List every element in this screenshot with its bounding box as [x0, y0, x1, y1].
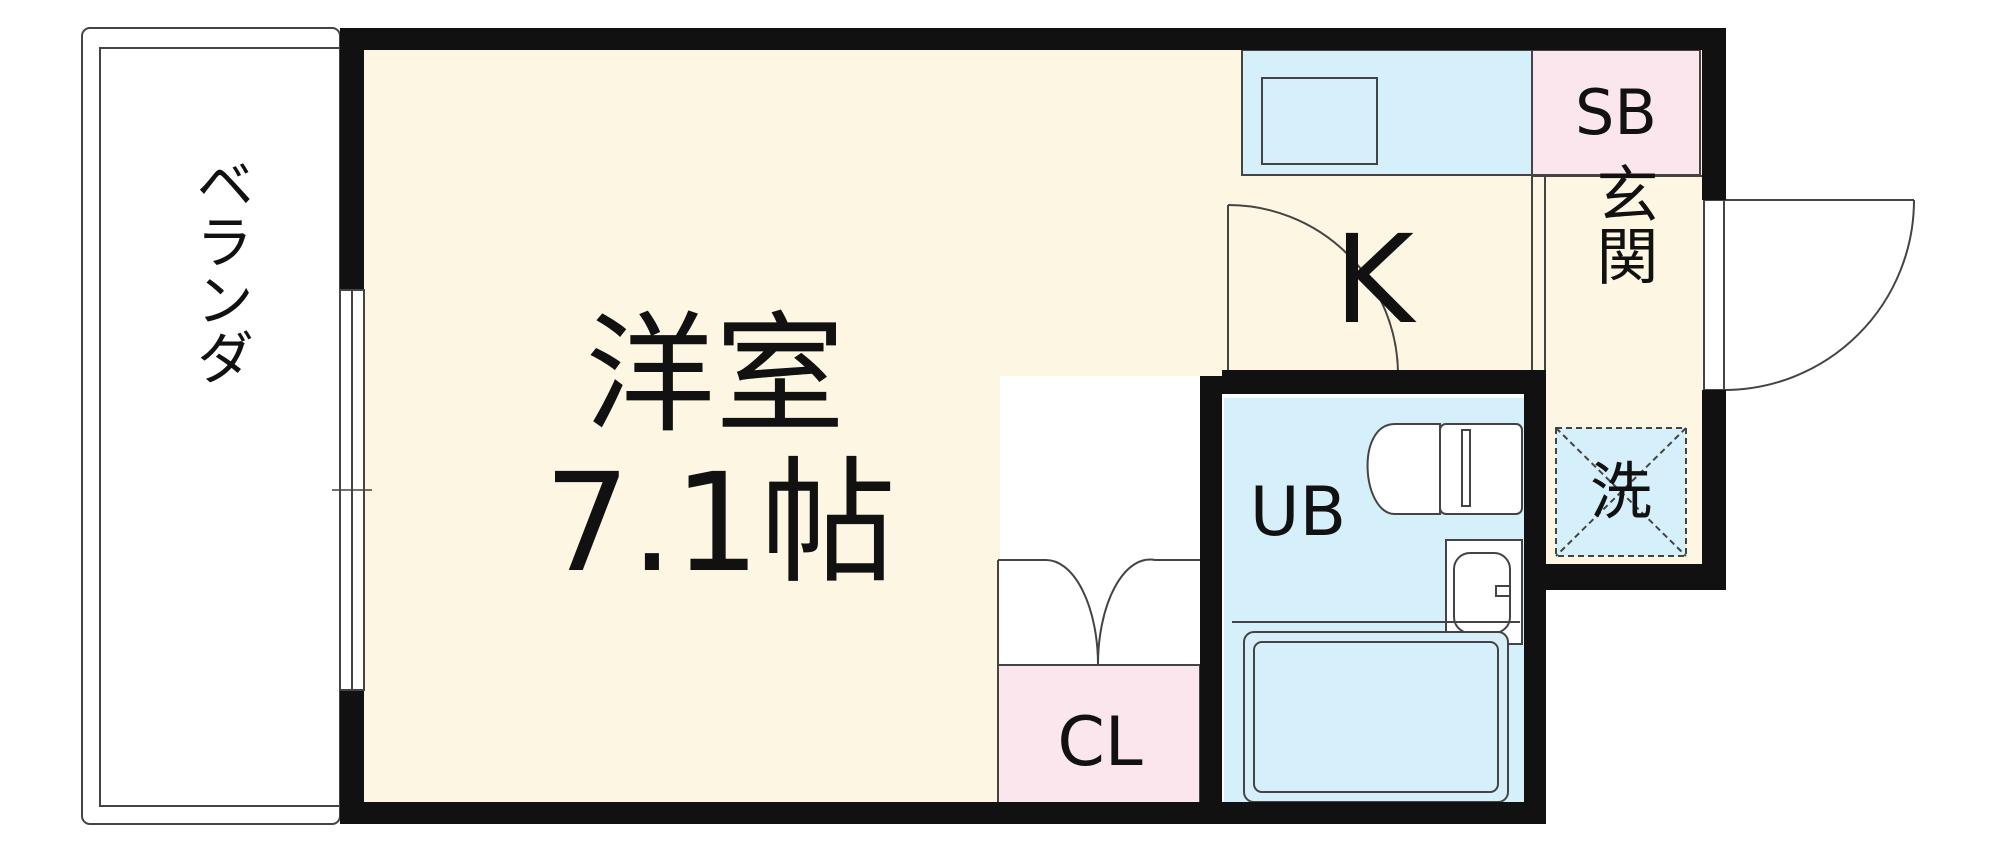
unit-bath-label: UB: [1250, 473, 1346, 552]
western-room-label: 洋室: [585, 299, 845, 451]
closet-door-icon: [997, 558, 1200, 810]
balcony: [81, 27, 341, 825]
balcony-window: [332, 289, 372, 691]
sink-icon: [1261, 77, 1378, 165]
shoe-box-label: SB: [1575, 76, 1657, 149]
western-room-size: 7.1帖: [544, 445, 896, 603]
western-room-floor: [364, 50, 1000, 810]
kitchen-label: K: [1334, 209, 1417, 351]
walls: [340, 28, 1726, 824]
entrance-label: 玄関: [1586, 162, 1659, 286]
toilet-icon: [1366, 423, 1523, 515]
closet-label: CL: [1057, 703, 1142, 782]
balcony-label: ベランダ: [186, 154, 254, 386]
washbasin-icon: [1445, 539, 1523, 645]
door-swing-icon: [1227, 204, 1399, 373]
laundry-label: 洗: [1590, 455, 1652, 528]
laundry-space: [1555, 427, 1687, 557]
entrance-door-icon: [1703, 199, 1915, 391]
kitchen-counter: [1241, 49, 1533, 176]
bathtub-icon: [1232, 621, 1520, 803]
